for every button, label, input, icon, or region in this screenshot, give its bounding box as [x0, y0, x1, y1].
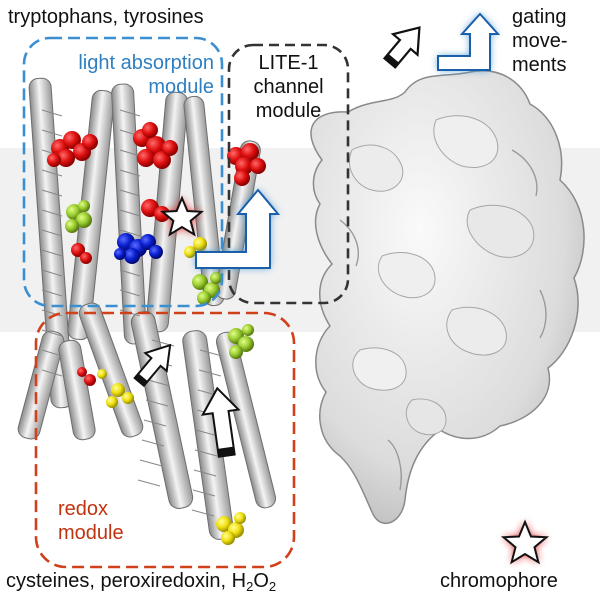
chromophore-label: chromophore — [440, 570, 558, 592]
star-icon — [500, 519, 550, 565]
gating-movements-label-line1: gating — [512, 6, 567, 28]
gating-movements-label-line2: move- — [512, 30, 568, 52]
redox-module-label-line1: redox — [58, 498, 109, 520]
chromophore-core — [114, 233, 163, 264]
h2o2-oxygen: O — [253, 570, 269, 592]
light-absorption-module-label-line2: module — [148, 76, 214, 98]
white-arrow-icon — [382, 26, 421, 69]
redox-module-label-line2: module — [58, 522, 124, 544]
light-absorption-module-box — [22, 36, 224, 308]
blue-gating-arrow-icon — [437, 12, 501, 71]
tryptophan-clusters — [47, 122, 266, 386]
tyrosine-clusters — [65, 200, 254, 359]
channel-module-label-line2: channel — [253, 76, 324, 98]
light-absorption-module-label-line1: light absorption — [78, 52, 214, 74]
redox-module-box — [34, 311, 296, 569]
channel-module-label-line3: module — [255, 100, 322, 122]
cysteine-clusters — [97, 237, 246, 545]
white-arrow-icon — [133, 343, 172, 388]
channel-module-label-line1: LITE-1 — [258, 52, 319, 74]
cysteines-peroxiredoxin-label: cysteines, peroxiredoxin, H2O2 — [6, 570, 276, 593]
helix-turn-lines — [41, 109, 223, 517]
blue-gating-arrow-icon — [195, 188, 281, 269]
channel-module-box — [227, 43, 350, 305]
gating-movements-label-line3: ments — [512, 54, 567, 76]
tryptophans-tyrosines-label: tryptophans, tyrosines — [8, 6, 204, 28]
h2o2-subscript-2: 2 — [268, 579, 277, 594]
h2o2-subscript-1: 2 — [246, 579, 254, 594]
star-icon — [159, 195, 205, 237]
surface-protein — [310, 70, 585, 524]
white-arrow-icon — [200, 386, 241, 458]
cysteines-peroxiredoxin-text: cysteines, peroxiredoxin, H — [6, 570, 247, 592]
